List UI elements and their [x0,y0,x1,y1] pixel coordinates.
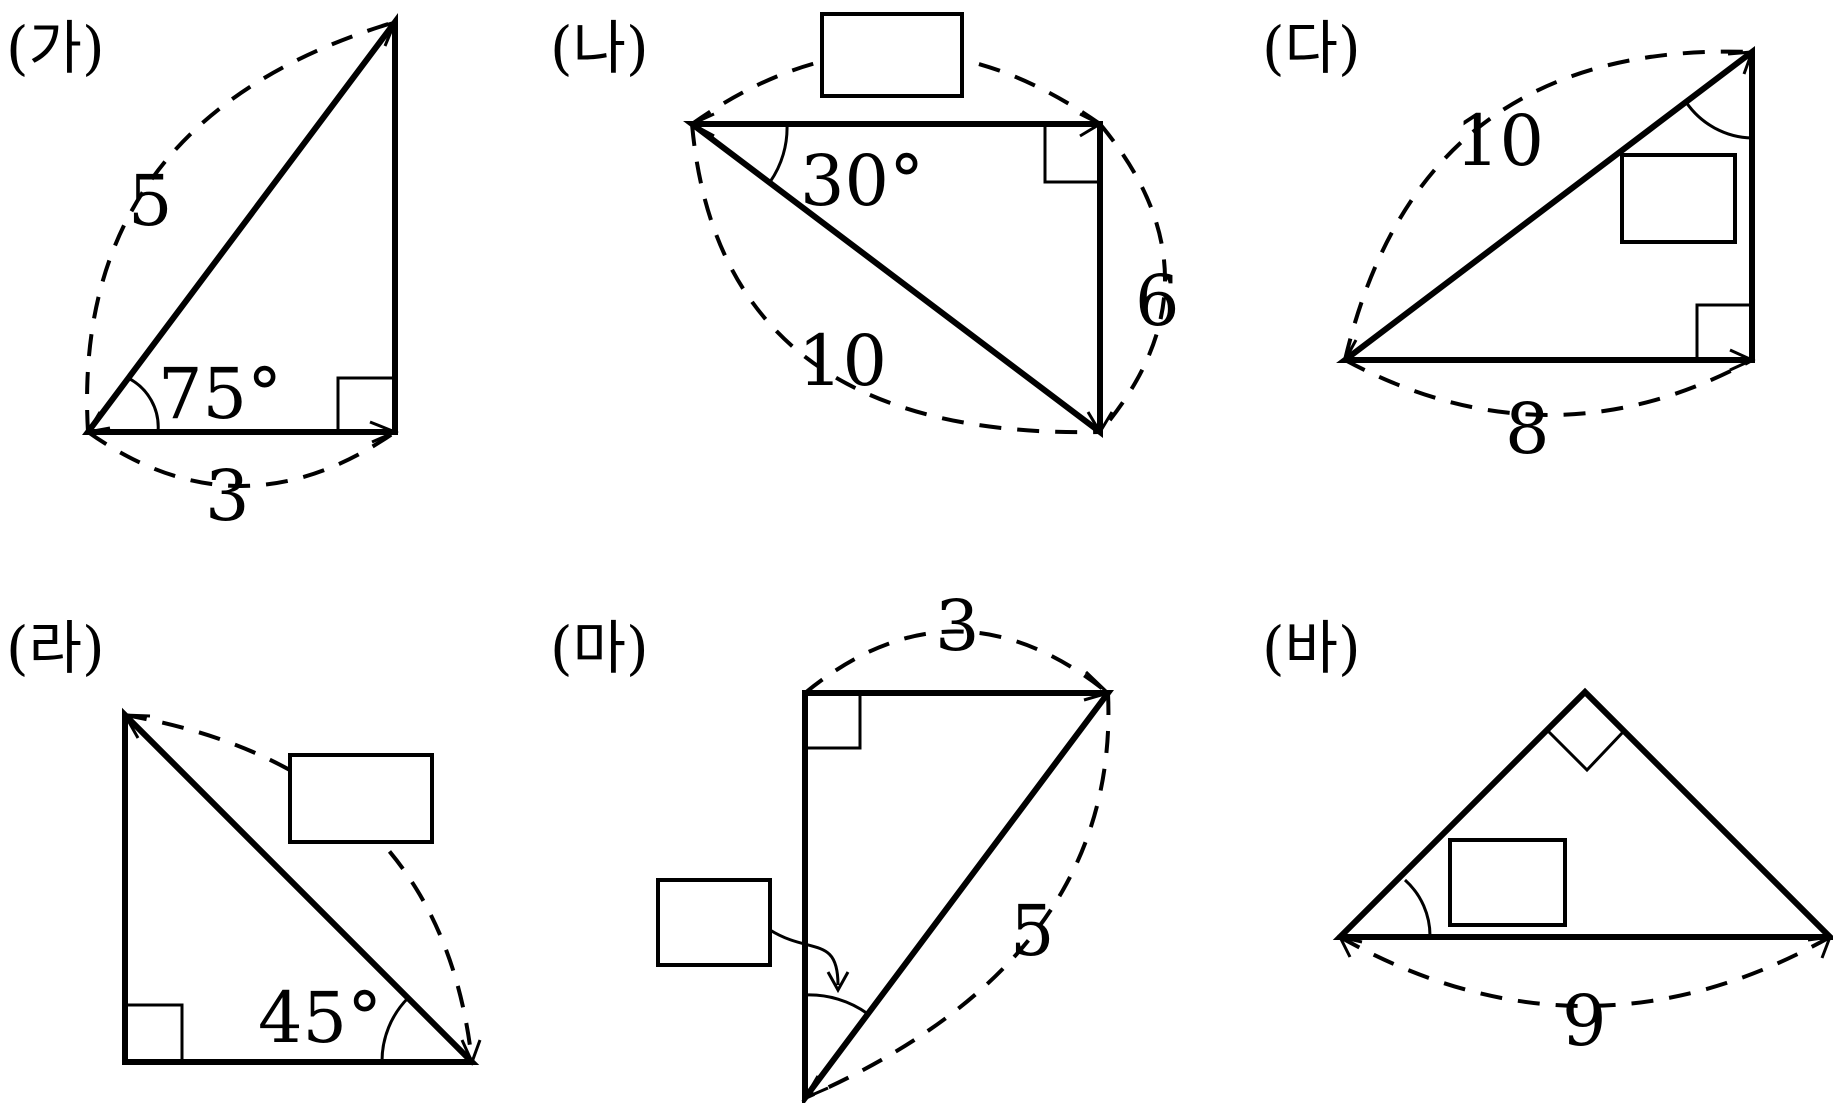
angle-label-ra: 45° [258,977,382,1059]
hyp-label-da: 10 [1455,100,1544,182]
triangle-ba [1332,687,1833,940]
base-label-ba: 9 [1562,980,1607,1062]
figure-ba: (바) 9 [1262,614,1833,1062]
blank-box-na [820,12,964,98]
angle-arc-da [1684,101,1753,140]
right-angle-mark-ba [1546,729,1626,773]
figure-na: (나) 30° 10 6 [550,12,1180,439]
triangle-na [683,121,1103,439]
top-label-ma: 3 [935,585,980,667]
arrowheads-ba [1337,934,1833,959]
blank-box-ma [656,878,772,967]
hyp-label-na: 10 [798,320,887,402]
dashed-arc-hyp-na [690,123,1101,435]
arrowheads-da [1342,50,1756,372]
dashed-arc-hyp-da [1343,49,1753,361]
angle-arc-ma [804,993,869,1016]
dashed-arc-top-ma [803,629,1110,695]
header-ba: (바) [1262,614,1361,682]
header-ga: (가) [6,14,105,82]
arrowheads-ma [801,670,1111,1102]
header-na: (나) [550,14,649,82]
figure-ra: (라) 45° [6,614,482,1066]
triangle-da [1336,45,1755,363]
pointer-arrowhead-ma [826,971,850,994]
blank-box-da [1620,153,1737,244]
figure-ma: (마) 3 5 [550,585,1114,1103]
dashed-arc-hyp-ga [85,20,396,433]
header-ma: (마) [550,614,649,682]
hyp-label-ma: 5 [1010,890,1055,972]
pointer-arrow-ma [769,928,840,986]
angle-label-ga: 75° [158,353,282,435]
dashed-arc-base-ba [1339,935,1831,1008]
triangle-ga [82,12,398,435]
header-ra: (라) [6,614,105,682]
vert-label-na: 6 [1135,260,1180,342]
angle-arc-ga [127,376,160,433]
base-label-ga: 3 [205,455,250,537]
angle-label-na: 30° [800,140,924,222]
arrowheads-ga [85,19,399,444]
arrowheads-na [688,112,1114,435]
triangle-ra [122,707,480,1065]
right-angle-mark-ma [805,693,862,750]
dashed-arc-vert-na [1098,122,1167,434]
blank-box-ra [288,753,434,844]
figure-da: (다) 10 8 [1262,14,1756,470]
angle-arc-ra [380,996,410,1063]
hyp-label-ga: 5 [128,160,173,242]
arrowheads-ra [122,713,482,1066]
right-angle-mark-ga [336,376,395,432]
angle-arc-na [768,123,789,183]
right-angle-mark-na [1043,124,1100,184]
angle-arc-ba [1403,878,1432,938]
dashed-arc-hyp-ma [804,692,1111,1100]
right-angle-mark-ra [125,1003,184,1062]
base-label-da: 8 [1505,388,1550,470]
figure-ga: (가) 5 3 75° [6,12,399,537]
blank-box-ba [1448,838,1567,927]
right-angle-mark-da [1695,303,1752,360]
dashed-arc-base-ga [86,430,397,488]
header-da: (다) [1262,14,1361,82]
triangle-ma [802,690,1114,1103]
